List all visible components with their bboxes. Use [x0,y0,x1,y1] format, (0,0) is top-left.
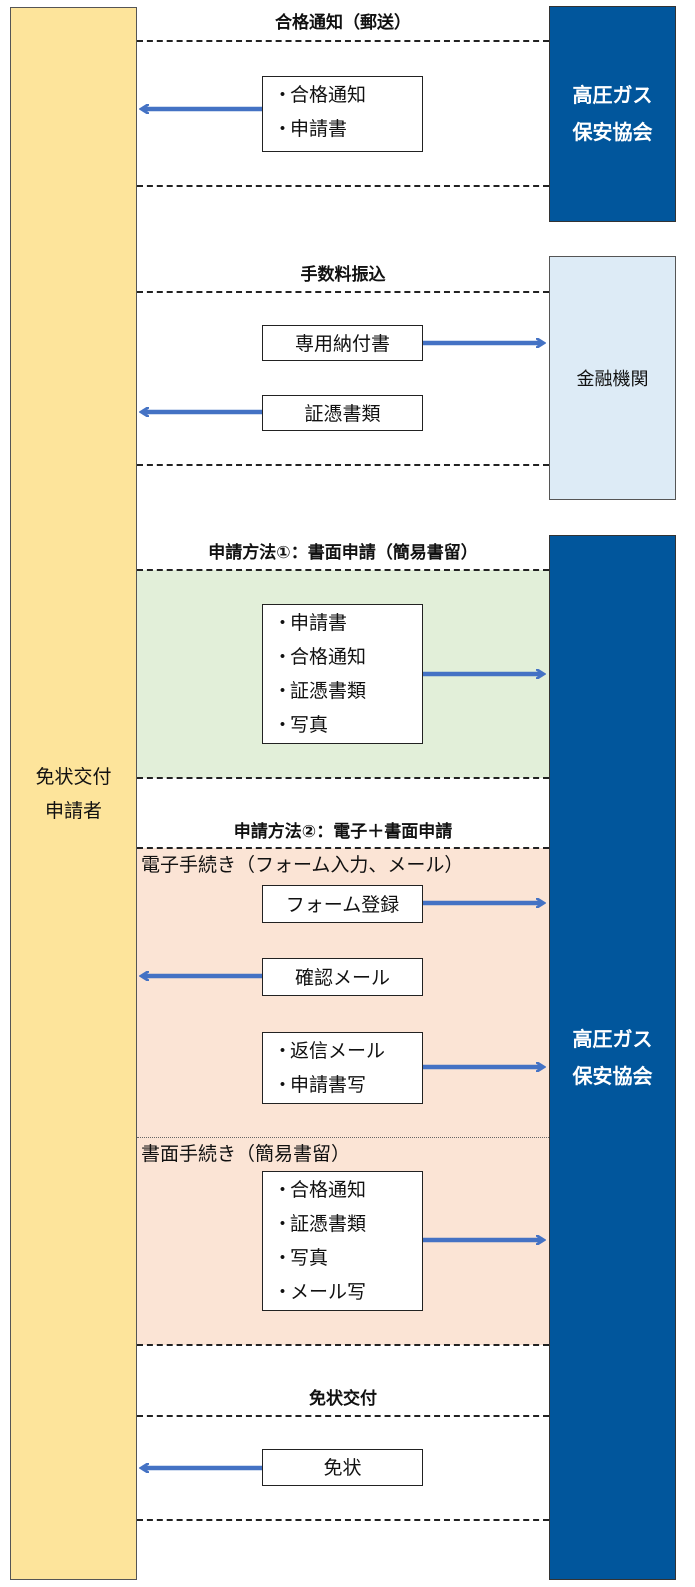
payment-slip-box: 専用納付書 [262,325,423,361]
electronic-procedure-label: 電子手続き（フォーム入力、メール） [141,854,464,876]
method1-title: 申請方法①：書面申請（簡易書留） [208,543,478,563]
doc-item: ・申請書 [273,118,348,140]
paper-procedure-label: 書面手続き（簡易書留） [141,1143,351,1165]
confirmation-mail-box: 確認メール [262,958,423,996]
license-title: 免状交付 [309,1389,377,1409]
doc-item: ・メール写 [273,1281,367,1303]
paper-doc-box: ・合格通知 ・証憑書類 ・写真 ・メール写 [262,1171,423,1311]
doc-item: ・返信メール [273,1040,386,1062]
doc-item: ・合格通知 [273,1179,367,1201]
separator [137,1415,549,1417]
applicant-label-line2: 申請者 [44,799,102,822]
receipt-box: 証憑書類 [262,395,423,431]
subsection-divider [137,1137,549,1138]
method1-doc-box: ・申請書 ・合格通知 ・証憑書類 ・写真 [262,604,423,744]
applicant-label-line1: 免状交付 [35,765,112,788]
association-label-line2: 保安協会 [572,1063,653,1088]
reply-mail-box: ・返信メール ・申請書写 [262,1032,423,1104]
applicant-column: 免状交付 申請者 [10,7,137,1580]
association-box-bottom: 高圧ガス 保安協会 [549,535,676,1580]
method2-title: 申請方法②：電子＋書面申請 [233,822,453,842]
notice-title: 合格通知（郵送） [275,13,411,33]
separator [137,847,549,849]
separator [137,1519,549,1521]
form-registration-box: フォーム登録 [262,885,423,923]
doc-item: ・写真 [273,1247,329,1269]
notice-doc-box: ・合格通知 ・申請書 [262,76,423,152]
association-label-line1: 高圧ガス [572,83,653,107]
separator [137,1344,549,1346]
separator [137,464,549,466]
association-label-line2: 保安協会 [572,120,653,144]
separator [137,777,549,779]
separator [137,291,549,293]
doc-item: ・証憑書類 [273,680,367,702]
bank-box: 金融機関 [549,256,676,500]
association-box-top: 高圧ガス 保安協会 [549,6,676,222]
doc-item: ・写真 [273,714,329,736]
association-label-line1: 高圧ガス [572,1026,653,1051]
separator [137,40,549,42]
fee-title: 手数料振込 [300,265,386,285]
separator [137,185,549,187]
doc-item: ・証憑書類 [273,1213,367,1235]
license-box: 免状 [262,1449,423,1486]
doc-item: ・申請書 [273,612,348,634]
doc-item: ・申請書写 [273,1074,367,1096]
bank-label: 金融機関 [576,369,649,390]
separator [137,569,549,571]
doc-item: ・合格通知 [273,84,367,106]
doc-item: ・合格通知 [273,646,367,668]
